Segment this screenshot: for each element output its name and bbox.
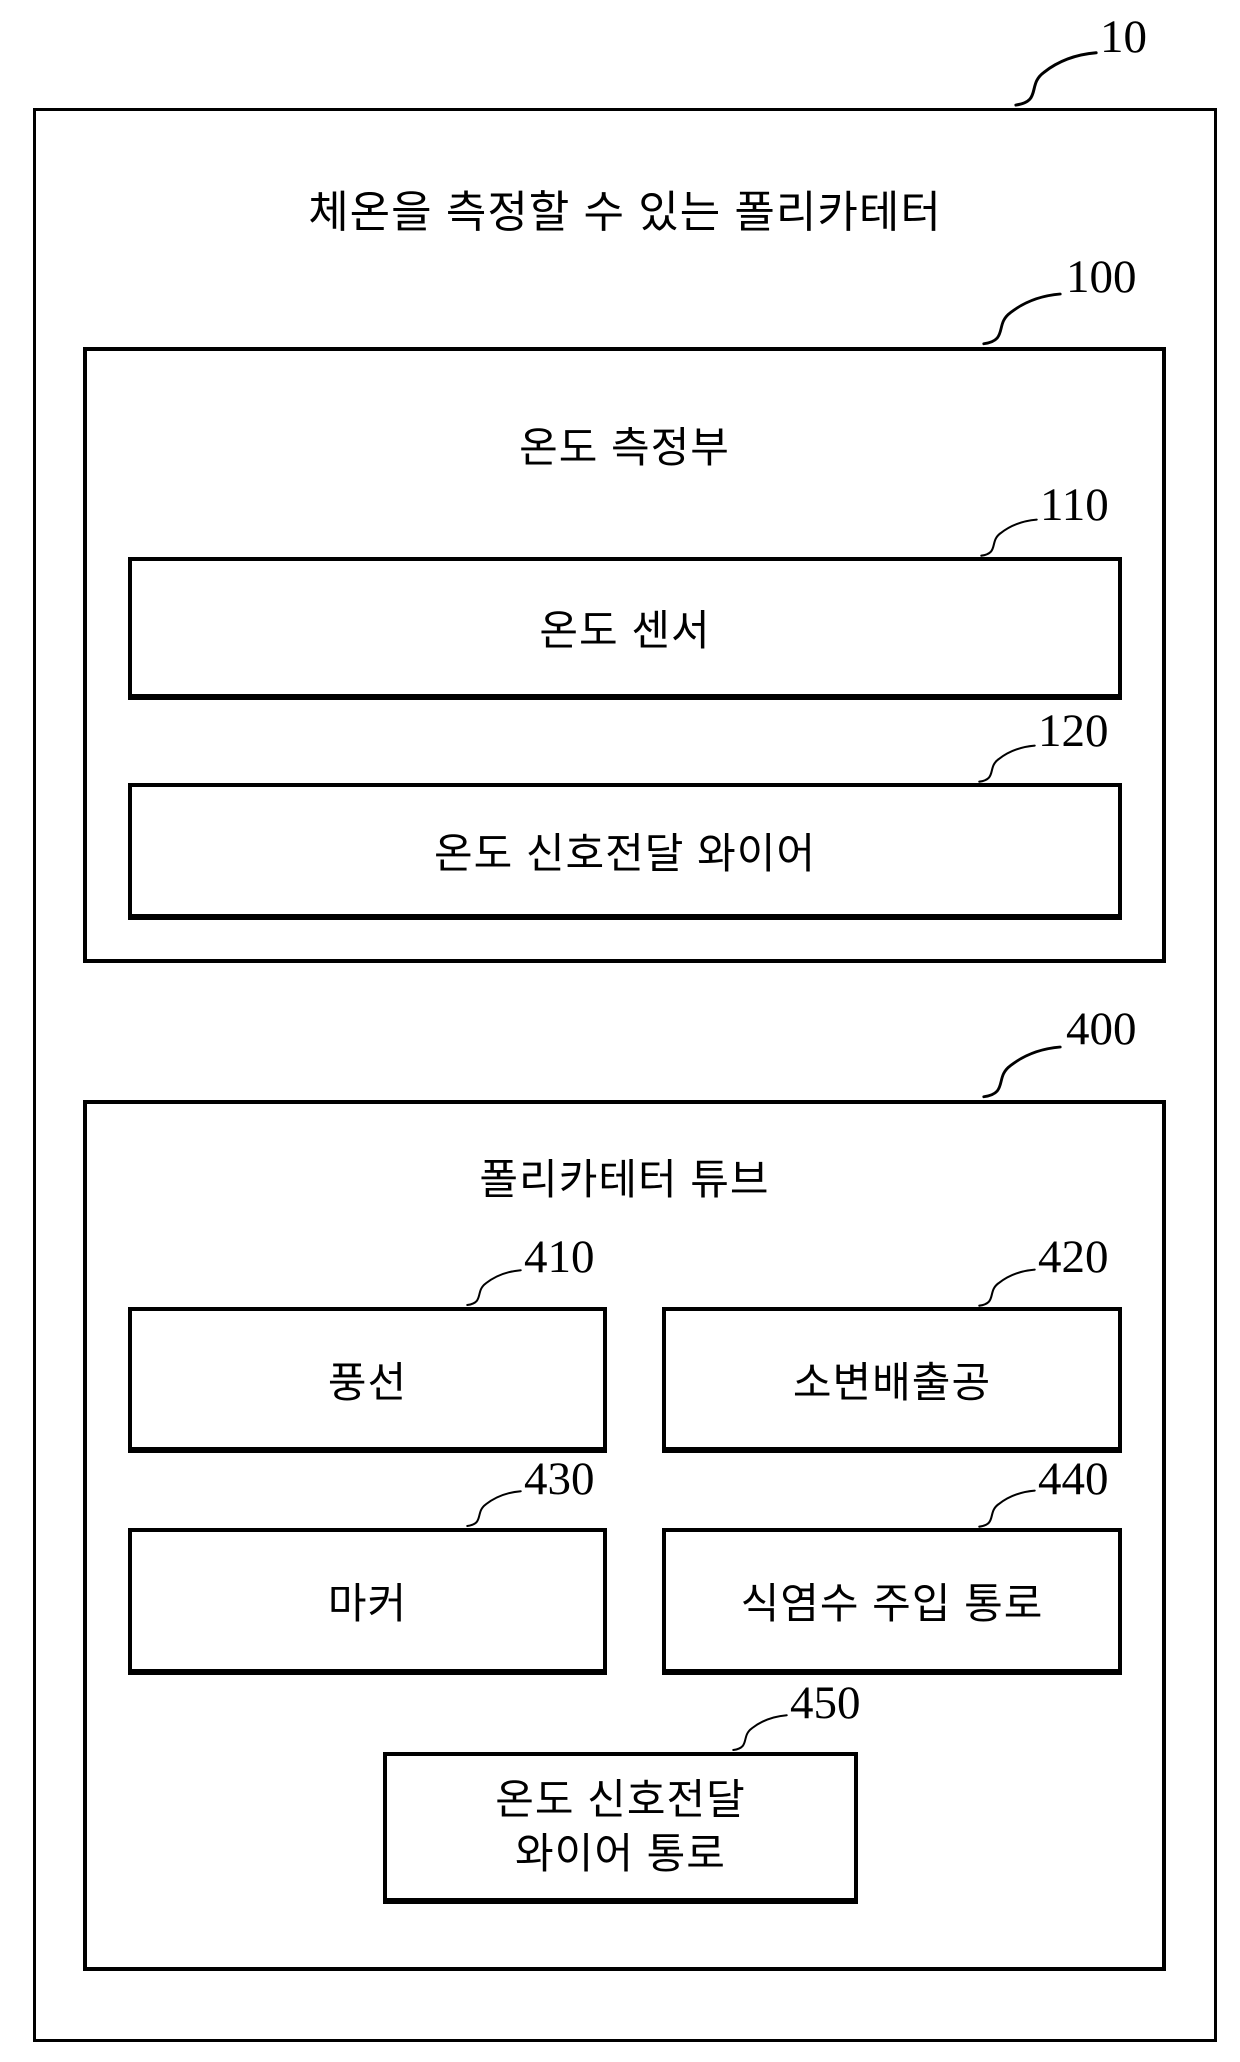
leader-line-440: [978, 1489, 1036, 1528]
component-label-410: 풍선: [327, 1358, 408, 1406]
section-box-400: [83, 1100, 1166, 1971]
ref-label-10: 10: [1100, 11, 1147, 63]
leader-line-100: [982, 292, 1062, 346]
ref-label-110: 110: [1040, 479, 1109, 531]
leader-line-410: [466, 1269, 522, 1307]
ref-label-120: 120: [1038, 705, 1109, 757]
ref-label-400: 400: [1066, 1003, 1137, 1055]
component-box-440: 식염수 주입 통로: [662, 1528, 1122, 1675]
leader-line-450: [732, 1714, 788, 1752]
leader-line-120: [978, 744, 1036, 783]
leader-line-430: [466, 1490, 522, 1528]
component-box-410: 풍선: [128, 1307, 607, 1453]
section-title-100: 온도 측정부: [519, 424, 730, 471]
component-label-450-line2: 와이어 통로: [515, 1830, 726, 1877]
component-box-420: 소변배출공: [662, 1307, 1122, 1453]
leader-line-400: [982, 1045, 1062, 1099]
component-box-120: 온도 신호전달 와이어: [128, 783, 1122, 920]
ref-label-420: 420: [1038, 1231, 1109, 1283]
component-box-430: 마커: [128, 1528, 607, 1675]
component-label-420: 소변배출공: [792, 1358, 992, 1406]
figure-title: 체온을 측정할 수 있는 폴리카테터: [308, 188, 942, 237]
ref-label-450: 450: [790, 1677, 861, 1729]
leader-line-420: [978, 1268, 1036, 1307]
ref-label-430: 430: [524, 1453, 595, 1505]
ref-label-410: 410: [524, 1231, 595, 1283]
component-label-430: 마커: [327, 1580, 408, 1627]
component-box-110: 온도 센서: [128, 557, 1122, 700]
component-label-450-line1: 온도 신호전달: [495, 1776, 746, 1824]
component-label-110: 온도 센서: [539, 607, 711, 654]
section-box-100: [83, 347, 1166, 963]
ref-label-100: 100: [1066, 251, 1137, 303]
leader-line-10: [1014, 51, 1098, 107]
section-title-400: 폴리카테터 튜브: [479, 1156, 770, 1203]
device-frame-box: [33, 108, 1217, 2042]
component-label-440: 식염수 주입 통로: [740, 1580, 1044, 1627]
component-label-120: 온도 신호전달 와이어: [433, 830, 817, 877]
ref-label-440: 440: [1038, 1453, 1109, 1505]
leader-line-110: [980, 518, 1038, 557]
